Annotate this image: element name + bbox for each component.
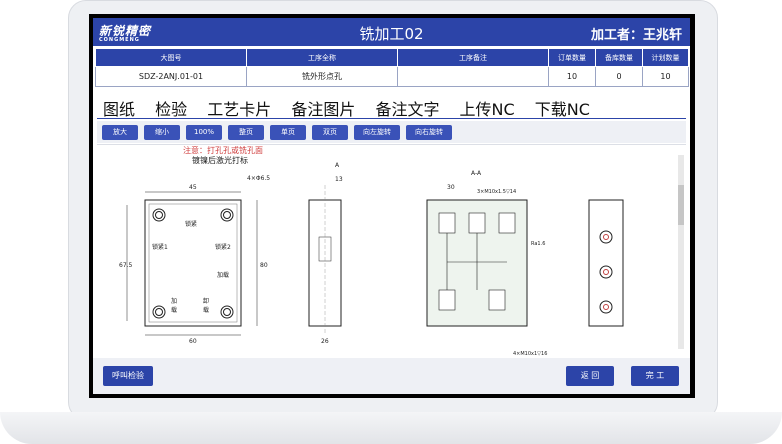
- double-page-button[interactable]: 双页: [312, 125, 348, 140]
- table-row: SDZ-2ANJ.01-01 铣外形点孔 10 0 10: [95, 66, 689, 87]
- tab-process-card[interactable]: 工艺卡片: [207, 100, 272, 119]
- label-load-2b: 载: [171, 306, 177, 314]
- col-process-note: 工序备注: [397, 48, 549, 67]
- logo-subtext: CONGMENG: [99, 37, 140, 43]
- col-stock-qty: 备库数量: [595, 48, 643, 67]
- tab-upload-nc[interactable]: 上传NC: [459, 100, 515, 119]
- tab-download-nc[interactable]: 下载NC: [534, 100, 590, 119]
- drawing-viewer[interactable]: 注意：打孔孔或铣孔面 镀镍后激光打标 45 4×Φ6.5 67.5 80 60 …: [97, 144, 686, 357]
- right-view: [588, 199, 624, 327]
- tab-note-text[interactable]: 备注文字: [375, 100, 440, 119]
- fit-page-button[interactable]: 整页: [228, 125, 264, 140]
- col-process-name: 工序全称: [246, 48, 398, 67]
- label-lock: 锁紧: [185, 220, 197, 228]
- dim-60: 60: [189, 338, 197, 345]
- label-load-2a: 加: [171, 297, 177, 305]
- finish-button[interactable]: 完 工: [631, 366, 679, 386]
- single-page-button[interactable]: 单页: [270, 125, 306, 140]
- cell-order-qty: 10: [548, 66, 596, 87]
- section-title: A-A: [471, 170, 482, 177]
- drawing-note-1: 注意：打孔孔或铣孔面: [183, 145, 263, 155]
- company-logo: 新锐精密 CONGMENG: [99, 22, 151, 43]
- tab-note-images[interactable]: 备注图片: [291, 100, 356, 119]
- dim-3xm10: 3×M10x1.5▽14: [477, 189, 516, 195]
- side-view: 13 26 A: [308, 162, 343, 345]
- section-view: A-A 30 3×M10x1.5▽14 4×M10x1▽16 Ra1.6: [426, 170, 547, 357]
- call-inspection-button[interactable]: 呼叫检验: [103, 366, 153, 386]
- zoom-100-button[interactable]: 100%: [186, 125, 222, 140]
- dim-4xm10: 4×M10x1▽16: [513, 351, 547, 357]
- label-load: 加载: [217, 271, 229, 279]
- app-window: 新锐精密 CONGMENG 铣加工02 加工者：王兆轩 大图号 工序全称 工序备…: [93, 18, 690, 394]
- dim-45: 45: [189, 184, 197, 191]
- section-marker-a: A: [335, 162, 340, 169]
- dim-ra: Ra1.6: [531, 241, 545, 247]
- label-lock-1: 锁紧1: [152, 243, 168, 251]
- col-plan-qty: 计划数量: [642, 48, 689, 67]
- engineering-drawing: 注意：打孔孔或铣孔面 镀镍后激光打标 45 4×Φ6.5 67.5 80 60 …: [119, 145, 624, 357]
- front-view: 45 4×Φ6.5 67.5 80 60 锁紧 锁紧1 锁紧2 加载 加 载 卸…: [119, 175, 270, 345]
- title-bar: 新锐精密 CONGMENG 铣加工02 加工者：王兆轩: [93, 18, 690, 46]
- scrollbar-thumb[interactable]: [678, 185, 684, 225]
- cell-process-note: [397, 66, 549, 87]
- operator-label: 加工者：王兆轩: [590, 28, 682, 43]
- vertical-scrollbar[interactable]: [678, 155, 684, 349]
- dim-hole: 4×Φ6.5: [247, 175, 270, 182]
- footer-bar: 呼叫检验 返 回 完 工: [93, 358, 690, 394]
- logo-text: 新锐精密: [99, 24, 152, 38]
- rotate-left-button[interactable]: 向左旋转: [354, 125, 400, 140]
- zoom-out-button[interactable]: 缩小: [144, 125, 180, 140]
- dim-67-5: 67.5: [119, 262, 133, 269]
- cell-process-name: 铣外形点孔: [246, 66, 398, 87]
- dim-13: 13: [335, 176, 343, 183]
- label-lock-2: 锁紧2: [215, 243, 231, 251]
- back-button[interactable]: 返 回: [566, 366, 614, 386]
- col-drawing-no: 大图号: [95, 48, 247, 67]
- dim-80: 80: [260, 262, 268, 269]
- label-unload-a: 卸: [203, 297, 209, 305]
- cell-stock-qty: 0: [595, 66, 643, 87]
- rotate-right-button[interactable]: 向右旋转: [406, 125, 452, 140]
- cell-plan-qty: 10: [642, 66, 689, 87]
- tablet-base: [0, 412, 782, 444]
- cell-drawing-no: SDZ-2ANJ.01-01: [95, 66, 247, 87]
- zoom-in-button[interactable]: 放大: [102, 125, 138, 140]
- col-order-qty: 订单数量: [548, 48, 596, 67]
- tab-bar: 图纸 检验 工艺卡片 备注图片 备注文字 上传NC 下载NC: [103, 96, 605, 119]
- tab-drawing[interactable]: 图纸: [103, 100, 136, 119]
- page-title: 铣加工02: [359, 25, 424, 43]
- dim-30: 30: [447, 184, 455, 191]
- drawing-note-2: 镀镍后激光打标: [192, 155, 248, 165]
- tab-divider: [97, 118, 686, 119]
- table-header-row: 大图号 工序全称 工序备注 订单数量 备库数量 计划数量: [95, 48, 689, 67]
- label-unload-b: 载: [203, 306, 209, 314]
- dim-26: 26: [321, 338, 329, 345]
- order-info-table: 大图号 工序全称 工序备注 订单数量 备库数量 计划数量 SDZ-2ANJ.01…: [95, 48, 689, 87]
- viewer-toolbar: 放大 缩小 100% 整页 单页 双页 向左旋转 向右旋转: [97, 121, 686, 143]
- tab-inspection[interactable]: 检验: [155, 100, 188, 119]
